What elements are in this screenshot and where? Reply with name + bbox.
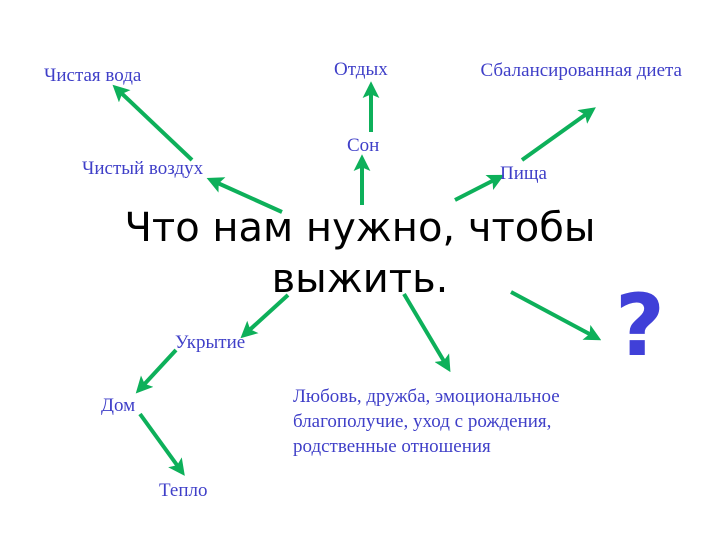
arrow-food-to-balanced-diet <box>520 107 596 162</box>
node-label-shelter: Укрытие <box>175 332 246 353</box>
node-label-rest: Отдых <box>334 59 388 80</box>
slide-title: Что нам нужно, чтобы выжить. <box>124 205 596 302</box>
question-mark-icon: ? <box>615 276 665 376</box>
node-label-food: Пища <box>500 163 547 184</box>
node-label-sleep: Сон <box>347 135 380 156</box>
node-label-home: Дом <box>101 395 136 416</box>
arrow-title-to-food <box>454 174 505 202</box>
node-label-clean-water: Чистая вода <box>44 65 142 86</box>
node-label-love-friendship: Любовь, дружба, эмоциональное благополуч… <box>293 386 560 457</box>
node-label-clean-air: Чистый воздух <box>82 158 204 179</box>
arrow-shelter-to-home <box>135 348 178 394</box>
node-label-warmth: Тепло <box>159 480 208 501</box>
node-label-balanced-diet: Сбалансированная диета <box>480 60 682 81</box>
arrow-title-to-love <box>402 292 451 373</box>
arrow-home-to-warmth <box>138 412 185 476</box>
arrow-clean-air-to-clean-water <box>112 84 194 162</box>
